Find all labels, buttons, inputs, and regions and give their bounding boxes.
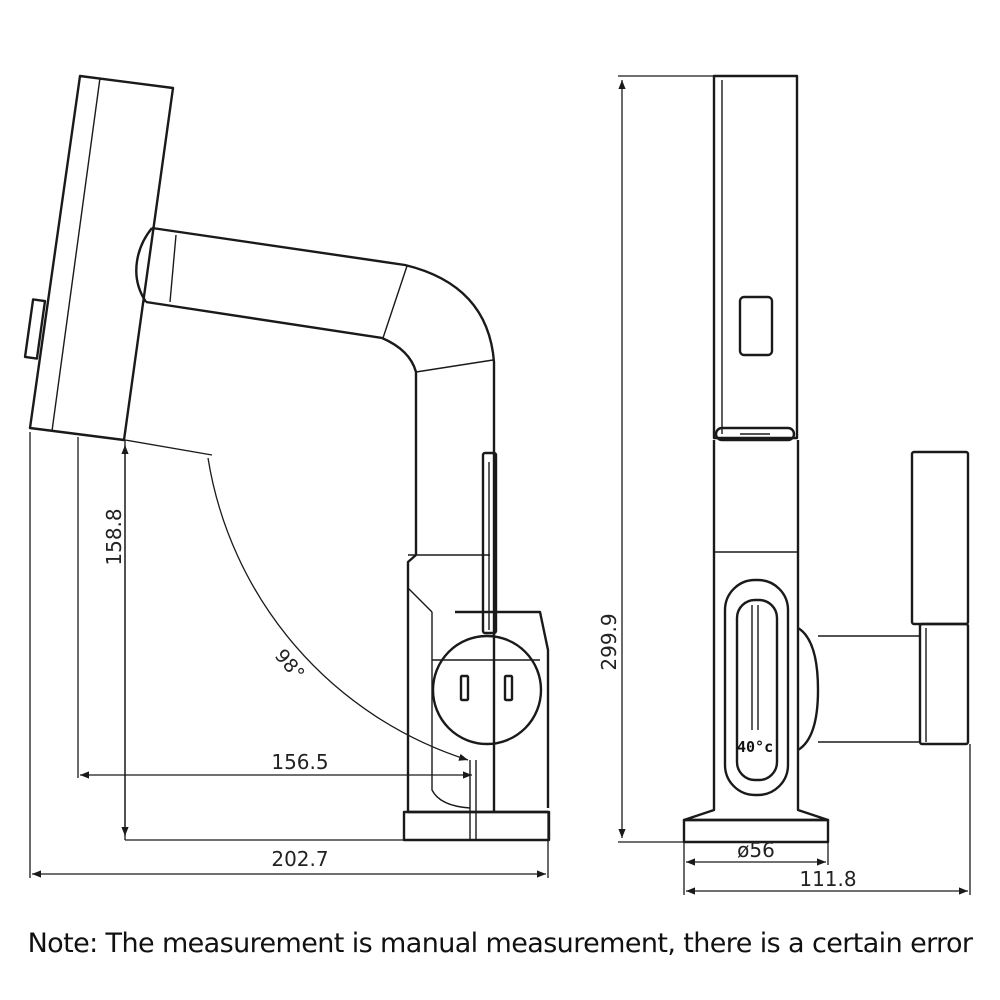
front-height-label: 299.9 (597, 613, 621, 670)
front-depth-label: 111.8 (799, 867, 856, 891)
front-base-diameter-label: ø56 (737, 838, 775, 862)
faucet-body (406, 455, 548, 814)
temperature-display: 40°c (737, 738, 773, 756)
measurement-note: Note: The measurement is manual measurem… (27, 928, 973, 959)
front-base (682, 818, 830, 844)
side-view: 98° 158.8 156.5 202.7 (23, 74, 551, 878)
front-body: 40°c (682, 440, 830, 822)
front-spray-head (712, 74, 799, 442)
side-reach-label: 156.5 (271, 750, 328, 774)
spout-arm (135, 226, 496, 555)
front-handle (797, 450, 970, 752)
side-height-label: 158.8 (102, 508, 126, 565)
angle-label: 98° (270, 645, 309, 685)
side-base (402, 760, 551, 842)
rotation-arc (207, 457, 469, 761)
lever-handle (431, 451, 550, 808)
front-view: 40°c 299.9 ø56 111.8 (597, 74, 971, 895)
spray-head (23, 74, 175, 442)
side-width-label: 202.7 (271, 847, 328, 871)
